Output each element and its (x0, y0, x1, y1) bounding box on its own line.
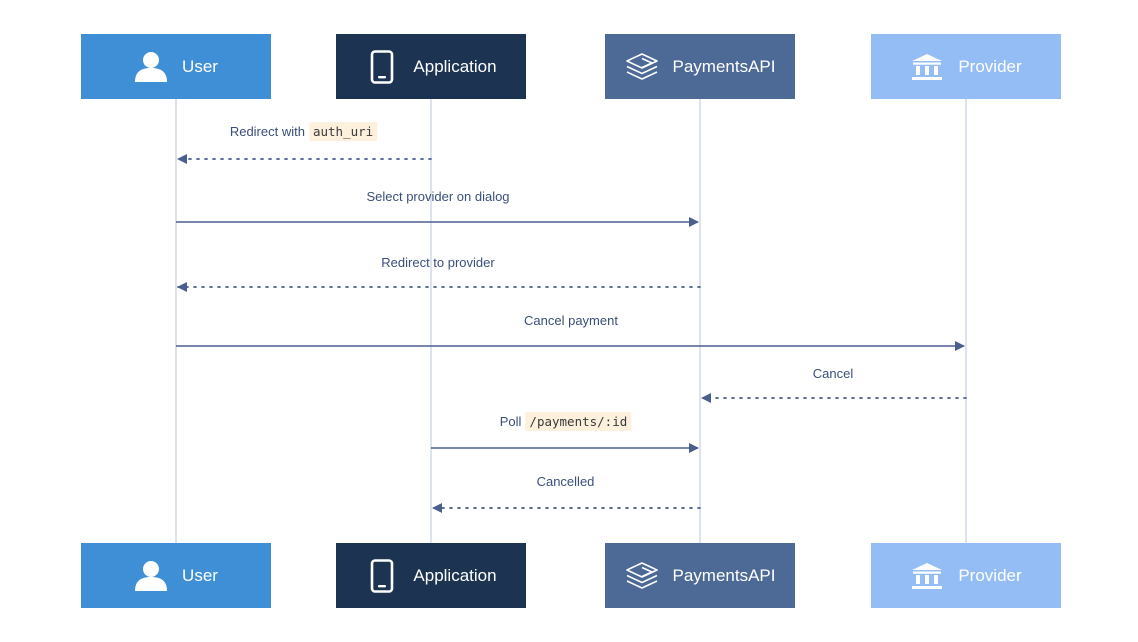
actor-name: PaymentsAPI (672, 56, 776, 76)
bank-icon (910, 559, 944, 593)
actor-name: User (182, 56, 218, 76)
message-code: auth_uri (308, 122, 378, 141)
message-text: Poll (499, 414, 522, 429)
message-text: Select provider on dialog (366, 189, 510, 204)
actor-name: PaymentsAPI (672, 565, 776, 585)
user-icon (134, 50, 168, 84)
message-text: Cancel payment (524, 313, 618, 328)
bottom-actor-user: User (81, 543, 271, 608)
actor-name: Provider (958, 56, 1022, 76)
bottom-actor-provider: Provider (871, 543, 1061, 608)
user-icon (134, 559, 168, 593)
actor-name: Application (413, 565, 497, 585)
top-actor-application: Application (336, 34, 526, 99)
top-actor-user: User (81, 34, 271, 99)
phone-icon (365, 49, 399, 84)
message-text: Cancel (812, 366, 854, 381)
message-label-5: Cancel (813, 366, 853, 381)
bank-icon (910, 50, 944, 84)
top-actor-provider: Provider (871, 34, 1061, 99)
message-label-3: Redirect to provider (381, 255, 494, 270)
message-label-6: Poll/payments/:id (500, 412, 632, 431)
message-label-4: Cancel payment (524, 313, 618, 328)
actor-name: Application (413, 56, 497, 76)
phone-icon (365, 558, 399, 593)
message-label-7: Cancelled (537, 474, 595, 489)
layers-icon (625, 559, 659, 593)
message-code: /payments/:id (525, 412, 632, 431)
message-text: Cancelled (536, 474, 595, 489)
actor-name: Provider (958, 565, 1022, 585)
actor-name: User (182, 565, 218, 585)
layers-icon (625, 50, 659, 84)
bottom-actor-application: Application (336, 543, 526, 608)
message-text: Redirect with (229, 124, 305, 139)
bottom-actor-paymentsapi: PaymentsAPI (605, 543, 795, 608)
message-text: Redirect to provider (381, 255, 495, 270)
message-label-2: Select provider on dialog (366, 189, 509, 204)
top-actor-paymentsapi: PaymentsAPI (605, 34, 795, 99)
